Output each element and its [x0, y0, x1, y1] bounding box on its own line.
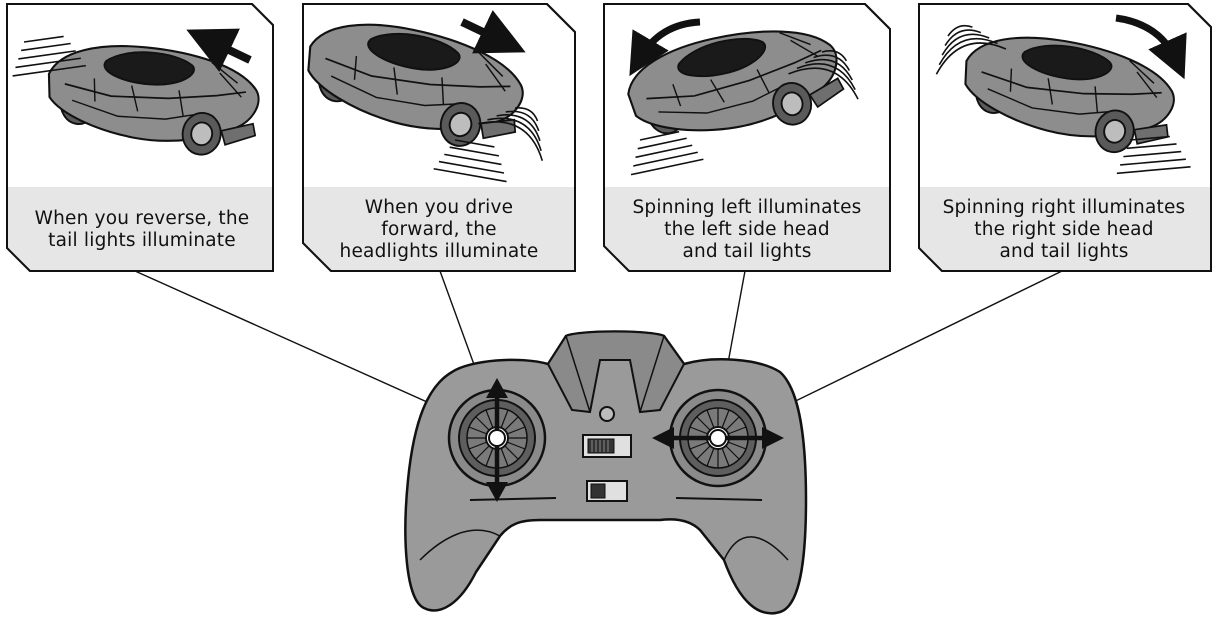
- panel-spin-left: [603, 3, 891, 272]
- caption-spin-right: Spinning right illuminates the right sid…: [942, 197, 1186, 262]
- controller-antenna-housing: [546, 330, 686, 414]
- curved-arrow-right-icon: [1115, 14, 1187, 80]
- panel-forward: [294, 3, 576, 272]
- caption-reverse: When you reverse, the tail lights illumi…: [34, 208, 250, 251]
- panel-reverse: [6, 3, 274, 272]
- panel-spin-right: [918, 3, 1212, 272]
- power-switch[interactable]: [586, 480, 628, 502]
- caption-forward: When you drive forward, the headlights i…: [339, 197, 539, 262]
- caption-spin-left: Spinning left illuminates the left side …: [632, 197, 862, 262]
- curved-arrow-left-icon: [629, 18, 701, 77]
- arrow-down-right-icon: [460, 10, 526, 54]
- remote-controller-icon: [404, 330, 808, 615]
- arrow-up-left-icon: [186, 28, 252, 72]
- channel-switch[interactable]: [582, 434, 632, 458]
- power-led-icon: [599, 406, 615, 422]
